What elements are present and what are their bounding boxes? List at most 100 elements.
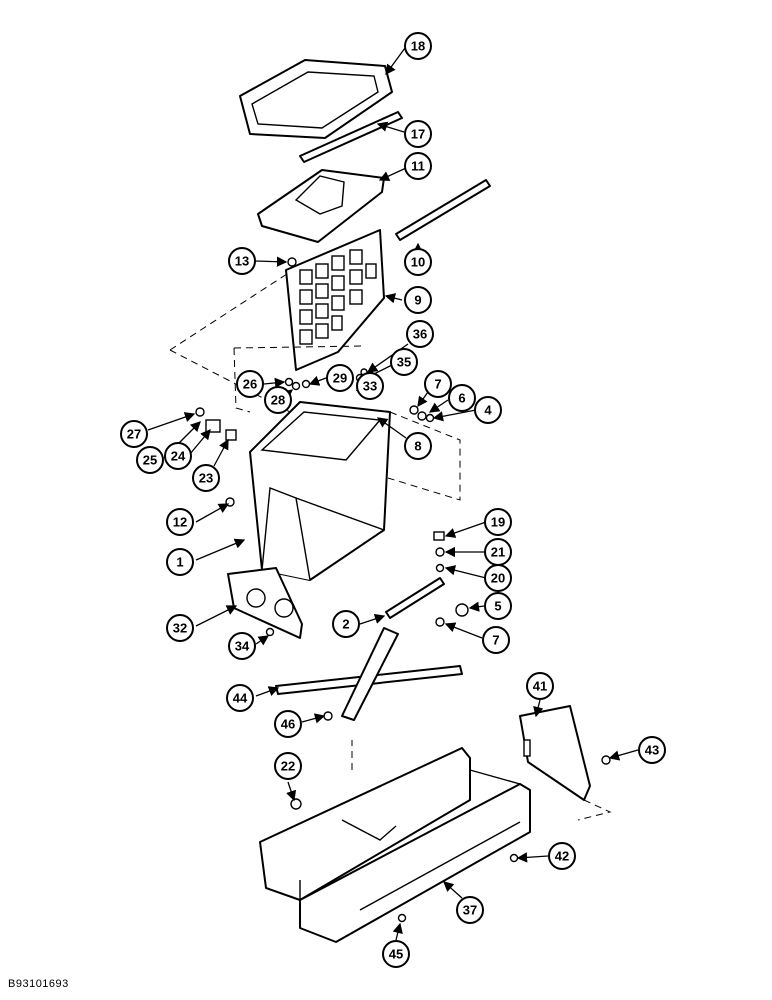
callout-7: 7 [424, 370, 452, 398]
callout-label: 4 [484, 403, 492, 418]
callout-circle [526, 672, 554, 700]
callout-41: 41 [526, 672, 554, 700]
figure-id: B93101693 [8, 978, 69, 990]
callout-46: 46 [274, 710, 302, 738]
callout-17: 17 [404, 120, 432, 148]
callout-label: 20 [491, 571, 505, 586]
callout-circle [484, 592, 512, 620]
callout-22: 22 [274, 752, 302, 780]
callout-33: 33 [356, 372, 384, 400]
callout-label: 29 [333, 371, 347, 386]
callout-circle [404, 152, 432, 180]
side-cover [519, 705, 611, 801]
callout-label: 7 [492, 633, 499, 648]
callout-label: 43 [645, 743, 659, 758]
callout-24: 24 [164, 442, 192, 470]
callout-circle [120, 420, 148, 448]
callout-circle [192, 464, 220, 492]
callout-13: 13 [228, 247, 256, 275]
callout-circle [382, 940, 410, 968]
callout-37: 37 [456, 896, 484, 924]
callout-circle [136, 446, 164, 474]
callout-43: 43 [638, 736, 666, 764]
callout-label: 17 [411, 127, 425, 142]
callout-circle [404, 286, 432, 314]
callout-circle [228, 632, 256, 660]
callout-label: 45 [389, 947, 403, 962]
callout-5: 5 [484, 592, 512, 620]
callout-circle [264, 386, 292, 414]
callout-23: 23 [192, 464, 220, 492]
support-bolt-assembly [265, 531, 469, 637]
callout-circle [228, 247, 256, 275]
battery-box [249, 401, 391, 581]
callout-25: 25 [136, 446, 164, 474]
callout-label: 34 [235, 639, 250, 654]
callout-circle [456, 896, 484, 924]
callout-label: 5 [494, 599, 501, 614]
callout-label: 33 [363, 379, 377, 394]
callout-26: 26 [236, 370, 264, 398]
callout-label: 8 [414, 439, 421, 454]
terminal-panel [227, 567, 303, 639]
callout-7: 7 [482, 626, 510, 654]
callout-4: 4 [474, 396, 502, 424]
callout-label: 11 [411, 159, 425, 174]
callout-36: 36 [406, 320, 434, 348]
callout-circle [404, 32, 432, 60]
callout-35: 35 [390, 348, 418, 376]
callout-label: 44 [233, 691, 248, 706]
callout-label: 25 [143, 453, 157, 468]
callout-circle [638, 736, 666, 764]
callout-circle [484, 508, 512, 536]
callout-circle [166, 614, 194, 642]
callout-circle [274, 710, 302, 738]
callout-circle [326, 364, 354, 392]
callout-20: 20 [484, 564, 512, 592]
callout-29: 29 [326, 364, 354, 392]
callout-label: 35 [397, 355, 411, 370]
callout-42: 42 [548, 842, 576, 870]
callout-circle [164, 442, 192, 470]
callout-circle [404, 248, 432, 276]
callout-11: 11 [404, 152, 432, 180]
callout-label: 6 [458, 391, 465, 406]
battery-tray-frame [259, 747, 531, 943]
callout-21: 21 [484, 538, 512, 566]
callout-1: 1 [166, 548, 194, 576]
callout-circle [448, 384, 476, 412]
callout-label: 42 [555, 849, 569, 864]
callout-label: 21 [491, 545, 505, 560]
battery-grid-plate [285, 229, 385, 371]
callout-label: 41 [533, 679, 547, 694]
hold-down-plate [257, 169, 385, 243]
cross-brace [275, 627, 463, 721]
callout-circle [404, 120, 432, 148]
callout-12: 12 [166, 508, 194, 536]
callout-8: 8 [404, 432, 432, 460]
callout-32: 32 [166, 614, 194, 642]
battery-cover-lid [239, 59, 393, 139]
callout-circle [484, 564, 512, 592]
callout-2: 2 [332, 610, 360, 638]
callout-label: 23 [199, 471, 213, 486]
callout-label: 2 [342, 617, 349, 632]
callout-18: 18 [404, 32, 432, 60]
callout-label: 28 [271, 393, 285, 408]
callout-circle [474, 396, 502, 424]
callout-label: 18 [411, 39, 425, 54]
callout-28: 28 [264, 386, 292, 414]
callout-label: 27 [127, 427, 141, 442]
callout-label: 46 [281, 717, 295, 732]
callout-circle [548, 842, 576, 870]
callout-label: 7 [434, 377, 441, 392]
callout-label: 19 [491, 515, 505, 530]
callout-label: 22 [281, 759, 295, 774]
callout-label: 32 [173, 621, 187, 636]
callout-label: 1 [176, 555, 183, 570]
seal-strip [299, 111, 403, 163]
callout-label: 10 [411, 255, 425, 270]
callout-circle [332, 610, 360, 638]
callout-45: 45 [382, 940, 410, 968]
